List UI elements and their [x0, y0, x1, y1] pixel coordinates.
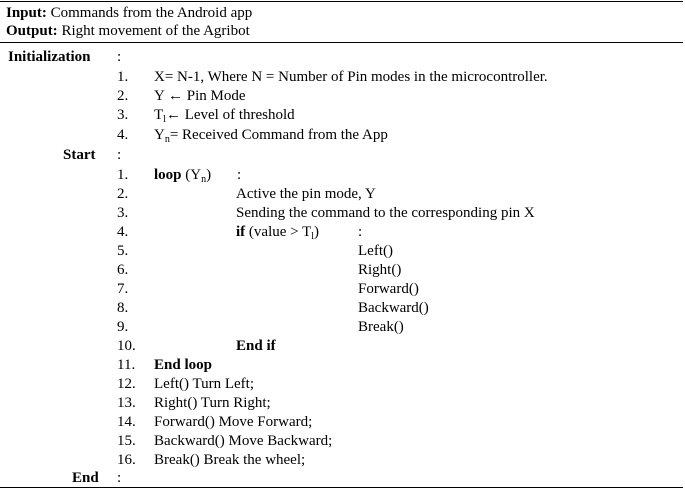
- step-text: Break() Break the wheel;: [154, 452, 306, 468]
- loop-keyword: loop: [154, 167, 182, 183]
- step-text: Yn= Received Command from the App: [154, 126, 388, 145]
- if-subscript: l: [311, 231, 315, 242]
- threshold-symbol: T: [154, 107, 164, 123]
- step-text: Backward(): [358, 300, 429, 316]
- step-text: Break(): [358, 319, 404, 335]
- step-text: Left(): [358, 243, 393, 259]
- step-text: Left() Turn Left;: [154, 376, 254, 392]
- loop-arg-close: ): [206, 167, 212, 183]
- step-number: 5.: [117, 243, 129, 259]
- step-number: 16.: [117, 452, 136, 468]
- algorithm-header: Input: Commands from the Android app Out…: [0, 2, 683, 42]
- threshold-text: ← Level of threshold: [165, 107, 295, 123]
- init-colon: :: [117, 49, 122, 65]
- output-label: Output:: [6, 23, 58, 39]
- end-loop-keyword: End loop: [154, 357, 212, 373]
- step-number: 13.: [117, 395, 136, 411]
- step-number: 15.: [117, 433, 136, 449]
- command-subscript: n: [164, 134, 170, 145]
- if-colon: :: [358, 224, 363, 240]
- end-if-keyword: End if: [236, 338, 276, 354]
- step-text: Tl← Level of threshold: [154, 106, 295, 125]
- step-text: Backward() Move Backward;: [154, 433, 333, 449]
- start-colon: :: [117, 147, 122, 163]
- step-number: 2.: [117, 186, 129, 202]
- if-keyword: if: [236, 224, 246, 240]
- step-number: 1.: [117, 167, 129, 183]
- step-text: Right(): [358, 262, 402, 278]
- step-number: 9.: [117, 319, 129, 335]
- input-line: Input: Commands from the Android app: [6, 4, 252, 22]
- step-text: Sending the command to the corresponding…: [236, 205, 535, 221]
- if-statement: if (value > Tl): [236, 223, 320, 242]
- step-number: 1.: [117, 69, 129, 85]
- threshold-subscript: l: [163, 114, 166, 125]
- step-number: 8.: [117, 300, 129, 316]
- output-line: Output: Right movement of the Agribot: [6, 22, 250, 40]
- step-number: 3.: [117, 107, 129, 123]
- section-end: End: [72, 470, 99, 486]
- loop-subscript: n: [201, 174, 207, 185]
- step-number: 4.: [117, 127, 129, 143]
- step-text: Forward() Move Forward;: [154, 414, 313, 430]
- if-condition: (value > T: [245, 224, 312, 240]
- section-initialization: Initialization: [8, 49, 91, 65]
- end-colon: :: [117, 470, 122, 486]
- loop-colon: :: [237, 167, 242, 183]
- input-text: Commands from the Android app: [46, 5, 253, 21]
- input-label: Input:: [6, 5, 47, 21]
- step-number: 11.: [117, 357, 136, 373]
- output-text: Right movement of the Agribot: [57, 23, 250, 39]
- step-text: Right() Turn Right;: [154, 395, 271, 411]
- step-number: 10.: [117, 338, 136, 354]
- loop-arg: (Y: [181, 167, 202, 183]
- step-text: Y ← Pin Mode: [154, 88, 246, 104]
- command-symbol: Y: [154, 127, 165, 143]
- step-text: Forward(): [358, 281, 419, 297]
- step-number: 7.: [117, 281, 129, 297]
- step-number: 2.: [117, 88, 129, 104]
- header-divider: [0, 42, 683, 43]
- step-text: X= N-1, Where N = Number of Pin modes in…: [154, 69, 548, 85]
- step-number: 3.: [117, 205, 129, 221]
- section-start: Start: [63, 147, 96, 163]
- step-number: 6.: [117, 262, 129, 278]
- step-number: 4.: [117, 224, 129, 240]
- if-condition-close: ): [314, 224, 320, 240]
- step-number: 14.: [117, 414, 136, 430]
- step-text: Active the pin mode, Y: [236, 186, 376, 202]
- command-text: = Received Command from the App: [169, 127, 388, 143]
- loop-statement: loop (Yn): [154, 166, 212, 185]
- step-number: 12.: [117, 376, 136, 392]
